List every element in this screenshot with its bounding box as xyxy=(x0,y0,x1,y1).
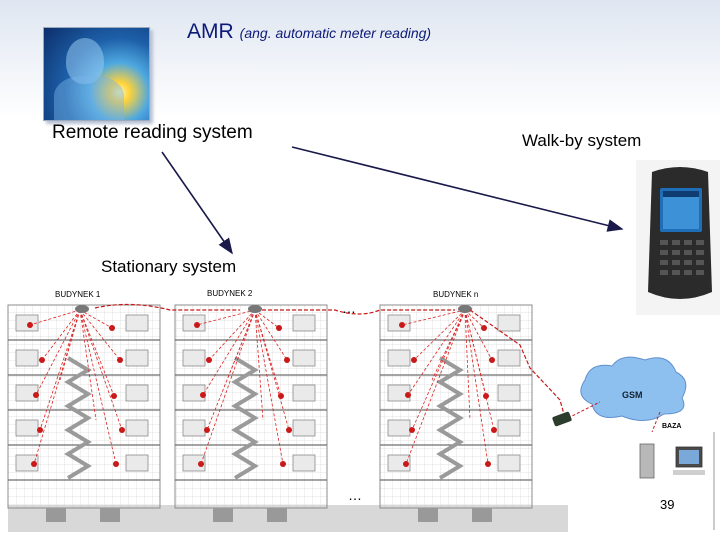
decorative-logo-image xyxy=(43,27,150,121)
remote-reading-label: Remote reading system xyxy=(52,122,253,143)
gsm-label: GSM xyxy=(622,390,643,400)
concentrator-icon xyxy=(552,411,572,427)
arrow-to-stationary xyxy=(161,151,233,255)
base-label: BAZA xyxy=(662,423,681,430)
base-station-computer-icon xyxy=(639,443,705,479)
link-b2-bn xyxy=(262,309,455,315)
slide-title: AMR (ang. automatic meter reading) xyxy=(187,20,431,44)
title-main: AMR xyxy=(187,20,234,43)
title-subtitle: (ang. automatic meter reading) xyxy=(239,25,432,41)
page-number: 39 xyxy=(660,497,675,512)
stationary-label: Stationary system xyxy=(101,257,237,276)
ellipsis-bottom: … xyxy=(348,487,362,503)
building-2-label: BUDYNEK 2 xyxy=(207,289,253,298)
link-b1-b2 xyxy=(94,303,240,311)
building-1 xyxy=(7,304,161,522)
building-2 xyxy=(174,304,328,522)
ellipsis-top: … xyxy=(342,300,356,316)
gsm-cloud-icon xyxy=(580,356,687,421)
building-n-label: BUDYNEK n xyxy=(433,290,478,299)
handheld-terminal-icon xyxy=(636,160,720,315)
link-bn-concentrator xyxy=(469,309,566,419)
walk-by-label: Walk-by system xyxy=(522,131,642,150)
arrow-to-walk-by xyxy=(291,146,624,232)
building-n xyxy=(379,304,533,522)
building-1-label: BUDYNEK 1 xyxy=(55,290,101,299)
